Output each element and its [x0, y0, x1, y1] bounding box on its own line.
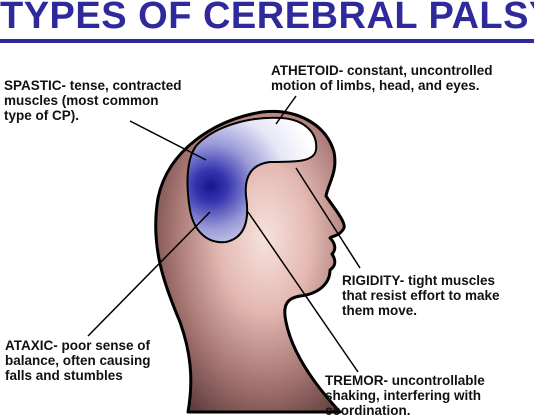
ataxic-line-2: balance, often causing [5, 353, 151, 368]
label-athetoid: ATHETOID- constant, uncontrolled motion … [271, 63, 493, 93]
tremor-line-1: TREMOR- uncontrollable [325, 373, 485, 388]
brain-region [186, 116, 318, 244]
page-title: TYPES OF CEREBRAL PALSY [0, 0, 534, 37]
rigidity-line-2: that resist effort to make [342, 288, 500, 303]
label-spastic: SPASTIC- tense, contracted muscles (most… [4, 78, 182, 123]
pointer-ataxic [87, 211, 211, 337]
label-tremor: TREMOR- uncontrollable shaking, interfer… [325, 373, 485, 418]
label-ataxic: ATAXIC- poor sense of balance, often cau… [5, 338, 151, 383]
athetoid-line-1: ATHETOID- constant, uncontrolled [271, 63, 493, 78]
spastic-line-2: muscles (most common [4, 93, 159, 108]
rigidity-line-1: RIGIDITY- tight muscles [342, 273, 496, 288]
spastic-line-3: type of CP). [4, 108, 80, 123]
label-rigidity: RIGIDITY- tight muscles that resist effo… [342, 273, 500, 318]
ataxic-line-3: falls and stumbles [5, 368, 123, 383]
pointer-spastic [129, 120, 207, 161]
pointer-rigidity [295, 167, 361, 269]
rigidity-line-3: them move. [342, 303, 418, 318]
tremor-line-3: coordination. [325, 403, 411, 418]
pointer-tremor [247, 211, 359, 373]
title-underline [0, 39, 534, 43]
ataxic-line-1: ATAXIC- poor sense of [5, 338, 151, 353]
tremor-line-2: shaking, interfering with [325, 388, 482, 403]
spastic-line-1: SPASTIC- tense, contracted [4, 78, 182, 93]
pointer-athetoid [275, 95, 297, 125]
athetoid-line-2: motion of limbs, head, and eyes. [271, 78, 480, 93]
